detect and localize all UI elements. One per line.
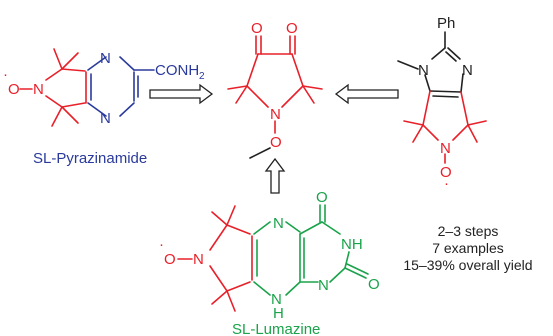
synthesis-notes: 2–3 steps 7 examples 15–39% overall yiel…: [403, 223, 532, 273]
lumazine-nitroxide-o: O: [164, 251, 176, 268]
methoxy-o: O: [270, 134, 282, 151]
sl-lumazine-structure: O N · N N H O NH N O: [159, 189, 380, 322]
lumazine-h: H: [273, 305, 284, 322]
note-steps: 2–3 steps: [438, 223, 499, 239]
radical-dot-right: ·: [444, 175, 449, 192]
nitroxide-o: O: [8, 81, 20, 98]
sl-pyrazinamide-structure: N N CONH 2 N O ·: [3, 48, 205, 127]
imidazole-n-methyl: N: [418, 62, 429, 79]
retro-arrow-up: [264, 157, 286, 194]
carbonyl-o-left: O: [251, 20, 263, 37]
nitroxide-o-right: O: [440, 164, 452, 181]
carbonyl-o-right: O: [286, 20, 298, 37]
lumazine-n-top: N: [273, 215, 284, 232]
lumazine-n-ring: N: [318, 277, 329, 294]
pyrazine-n-bottom: N: [100, 110, 111, 127]
pyrazine-n-top: N: [100, 50, 111, 67]
caption-sl-pyrazinamide: SL-Pyrazinamide: [33, 150, 147, 167]
lumazine-n-bottom: N: [271, 291, 282, 308]
caption-sl-lumazine: SL-Lumazine: [232, 321, 320, 336]
lumazine-carbonyl-o-right: O: [368, 276, 380, 293]
pyrrolidine-n: N: [270, 106, 281, 123]
carboxamide-subscript: 2: [199, 71, 205, 82]
lumazine-carbonyl-o-top: O: [316, 189, 328, 206]
carboxamide-label: CONH: [155, 62, 199, 79]
lumazine-radical-dot: ·: [159, 236, 164, 253]
nitroxide-n: N: [33, 81, 44, 98]
note-examples: 7 examples: [432, 240, 504, 256]
lumazine-nh: NH: [341, 236, 363, 253]
retro-arrow-right: [334, 83, 399, 105]
note-yield: 15–39% overall yield: [403, 257, 532, 273]
radical-dot: ·: [3, 66, 8, 83]
pyrrolidine-dione-structure: O O N O: [227, 20, 323, 159]
retro-arrow-left: [149, 83, 214, 105]
nitroxide-n-right: N: [440, 140, 451, 157]
lumazine-nitroxide-n: N: [193, 251, 204, 268]
imidazole-nitroxide-structure: Ph N N N O ·: [397, 15, 487, 192]
imidazole-n: N: [462, 62, 473, 79]
phenyl-label: Ph: [437, 15, 455, 32]
